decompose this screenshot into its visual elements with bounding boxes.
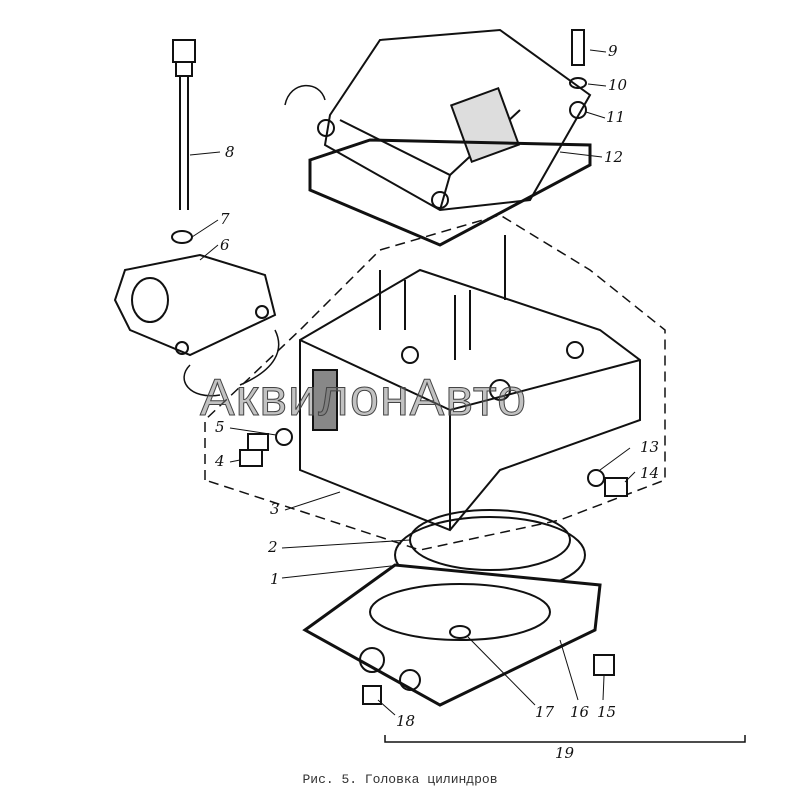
ring-2	[409, 509, 571, 571]
assembly-arrow	[284, 84, 326, 106]
part-label-2: 2	[268, 538, 278, 556]
part-label-12: 12	[604, 148, 624, 166]
part-label-18: 18	[396, 712, 416, 730]
part-label-5: 5	[215, 418, 225, 436]
part-label-14: 14	[640, 464, 660, 482]
leader-lines	[189, 49, 636, 716]
washer-7	[171, 230, 193, 244]
washer-10	[569, 77, 587, 89]
plug-14	[604, 477, 628, 497]
part-label-19: 19	[555, 744, 575, 762]
part-label-7: 7	[220, 210, 230, 228]
ring-17	[449, 625, 471, 639]
gasket-hole	[359, 647, 385, 673]
part-label-11: 11	[606, 108, 626, 126]
nozzle-15	[593, 654, 615, 676]
cylinder-head-3	[299, 235, 641, 532]
bracket-19	[384, 735, 746, 743]
bracket-6	[113, 253, 277, 357]
part-label-3: 3	[270, 500, 280, 518]
part-label-1: 1	[270, 570, 280, 588]
part-label-13: 13	[640, 438, 660, 456]
part-label-6: 6	[220, 236, 230, 254]
watermark: АквилонАвто	[200, 369, 527, 428]
gasket-hole	[399, 669, 421, 691]
gasket-bore	[369, 583, 551, 641]
part-label-17: 17	[535, 703, 555, 721]
nozzle-18	[362, 685, 382, 705]
part-label-16: 16	[570, 703, 590, 721]
bracket-hole	[131, 277, 169, 323]
washer-13	[587, 469, 605, 487]
valve-cover-11	[317, 28, 592, 212]
part-label-4: 4	[215, 452, 225, 470]
gasket-12	[308, 138, 592, 247]
part-label-9: 9	[608, 42, 618, 60]
plug-4	[239, 449, 263, 467]
bracket-bolt-hole	[255, 305, 269, 319]
assembly-arrow	[239, 329, 280, 386]
part-label-10: 10	[608, 76, 628, 94]
dashed-outline	[204, 214, 666, 551]
bolt-9	[571, 29, 585, 66]
part-label-8: 8	[225, 143, 235, 161]
figure-caption: Рис. 5. Головка цилиндров	[302, 772, 498, 787]
part-label-15: 15	[597, 703, 617, 721]
assembly-arrow	[183, 364, 221, 397]
bracket-bolt-hole	[175, 341, 189, 355]
plug-5	[247, 433, 269, 451]
stud-8	[172, 39, 196, 210]
washer-5	[275, 428, 293, 446]
